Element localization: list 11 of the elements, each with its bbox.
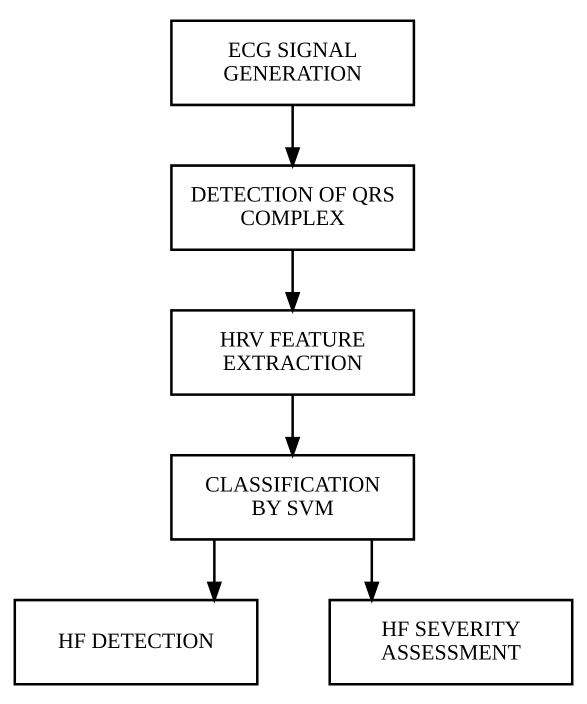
node-box: CLASSIFICATION BY SVM xyxy=(170,453,416,540)
node-box: ECG SIGNAL GENERATION xyxy=(170,18,416,106)
arrow xyxy=(206,540,222,604)
node-box: HF DETECTION xyxy=(14,598,259,686)
node-box: DETECTION OF QRS COMPLEX xyxy=(170,164,416,251)
node-box: HF SEVERITY ASSESSMENT xyxy=(328,598,574,686)
node-box: HRV FEATURE EXTRACTION xyxy=(170,308,416,396)
arrow xyxy=(284,105,300,169)
arrow xyxy=(364,540,380,604)
arrow xyxy=(284,394,300,458)
arrow xyxy=(284,250,300,314)
